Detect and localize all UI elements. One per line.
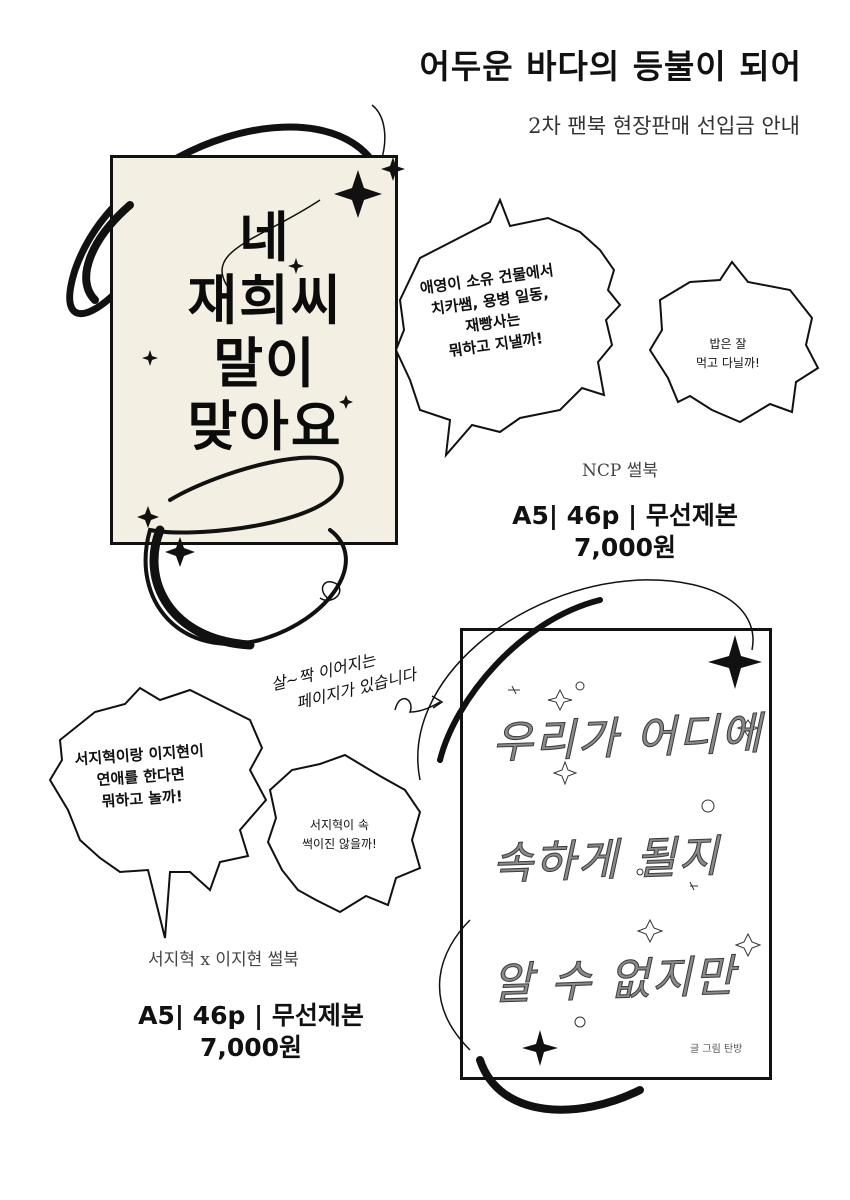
bubble-line: 서지혁이 속 — [309, 818, 369, 832]
book2-credit: 글 그림 탄방 — [690, 1044, 743, 1055]
cover-line: 네 — [239, 206, 291, 269]
book2-bubble-small-text: 서지혁이 속 썩이진 않을까! — [302, 816, 377, 854]
book2-cover-line: 알 수 없지만 — [491, 950, 738, 1011]
spec-format: A5| 46p | 무선제본 — [138, 1001, 364, 1030]
spec-price: 7,000원 — [199, 1033, 303, 1062]
page-subtitle: 2차 팬북 현장판매 선입금 안내 — [528, 114, 800, 138]
title-part-emphasis: 바다의 — [526, 47, 621, 86]
cover-line: 말이 — [213, 332, 317, 395]
book2-label: 서지혁 x 이지현 썰북 — [148, 950, 299, 970]
book1-label: NCP 썰북 — [582, 461, 659, 481]
book2-spec: A5| 46p | 무선제본 7,000원 — [126, 1000, 376, 1064]
book1-bubble-main-text: 애영이 소유 건물에서 치카쌤, 용병 일동, 재빵사는 뭐하고 지낼까! — [419, 259, 565, 365]
title-part: 이 되어 — [695, 47, 802, 86]
bubble-line: 썩이진 않을까! — [302, 837, 377, 851]
book1-spec: A5| 46p | 무선제본 7,000원 — [500, 500, 750, 564]
cover-line: 재희씨 — [187, 269, 343, 332]
bubble-line: 먹고 다닐까! — [696, 356, 760, 370]
cover-line: 맞아요 — [187, 395, 343, 458]
page-title: 어두운 바다의 등불이 되어 — [420, 40, 803, 88]
spec-price: 7,000원 — [573, 533, 677, 562]
book2-cover-line: 우리가 어디에 — [491, 708, 764, 769]
book1-cover-title: 네 재희씨 말이 맞아요 — [150, 206, 380, 458]
spec-format: A5| 46p | 무선제본 — [512, 501, 738, 530]
bubble-line: 밥은 잘 — [709, 337, 747, 351]
book2-cover-line: 속하게 될지 — [491, 831, 722, 891]
title-part-emphasis: 등불 — [632, 47, 696, 86]
book1-bubble-small-text: 밥은 잘 먹고 다닐까! — [696, 335, 760, 373]
book2-bubble-main-text: 서지혁이랑 이지현이 연애를 한다면 뭐하고 놀까! — [74, 740, 208, 815]
title-part: 어두운 — [419, 47, 514, 86]
